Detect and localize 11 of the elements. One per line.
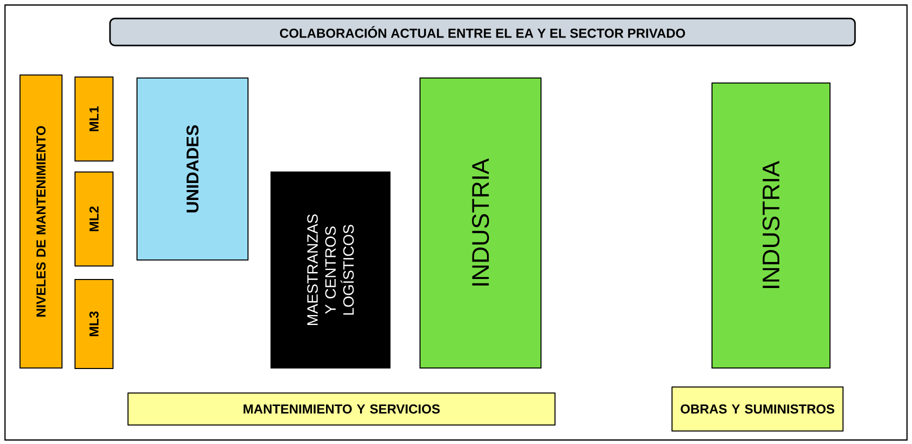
label-box: MANTENIMIENTO Y SERVICIOS bbox=[128, 392, 556, 426]
column-box: INDUSTRIA bbox=[712, 82, 831, 368]
label-box: OBRAS Y SUMINISTROS bbox=[672, 386, 844, 432]
column-box: INDUSTRIA bbox=[420, 78, 542, 368]
level-box: NIVELES DE MANTENIMIENTO bbox=[20, 74, 62, 368]
title-banner: COLABORACIÓN ACTUAL ENTRE EL EA Y EL SECTOR PRIVADO bbox=[109, 18, 856, 46]
column-box: MAESTRANZAS Y CENTROS LOGÍSTICOS bbox=[270, 172, 390, 368]
column-box: UNIDADES bbox=[136, 78, 248, 260]
level-box: ML3 bbox=[74, 279, 114, 369]
level-box: ML2 bbox=[74, 172, 114, 266]
level-box: ML1 bbox=[74, 76, 114, 162]
